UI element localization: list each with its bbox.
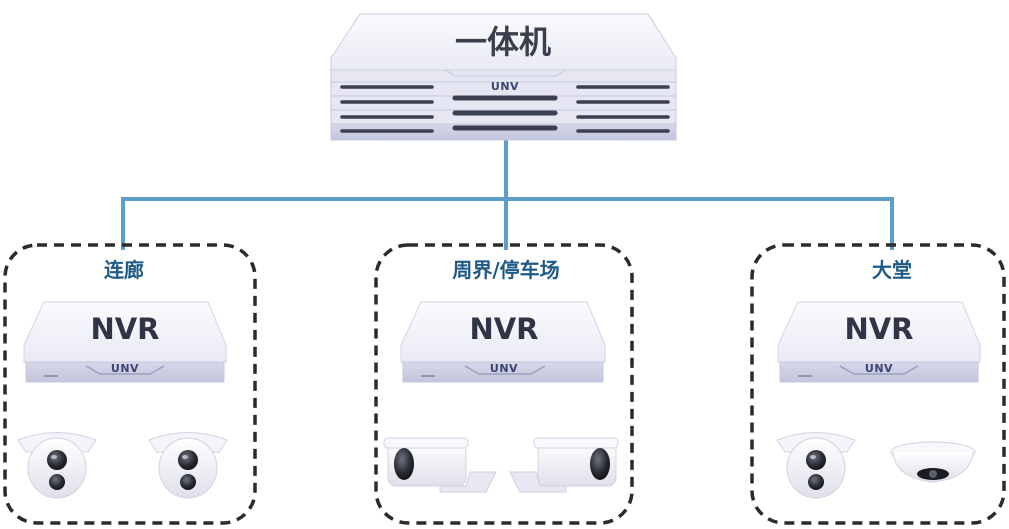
main-unit-vents — [340, 85, 670, 133]
nvr-label: NVR — [469, 312, 538, 346]
zone-label: 周界/停车场 — [452, 258, 559, 282]
zone-lobby: 大堂 UNV NVR — [750, 243, 1006, 525]
zone-corridor: 连廊 UNV NVR — [3, 243, 257, 525]
nvr-device: UNV NVR — [777, 301, 981, 383]
bullet-camera — [383, 437, 497, 493]
dome-camera — [148, 432, 228, 499]
zone-perimeter-parking: 周界/停车场 UNV NVR — [374, 243, 634, 525]
main-unit-label: 一体机 — [455, 23, 551, 61]
bullet-camera — [509, 437, 619, 493]
nvr-device: UNV NVR — [23, 301, 227, 383]
nvr-brand: UNV — [490, 362, 518, 375]
fisheye-camera — [890, 441, 976, 483]
dome-camera — [776, 432, 856, 499]
nvr-brand: UNV — [865, 362, 893, 375]
connector-lines — [121, 140, 894, 250]
nvr-label: NVR — [90, 312, 159, 346]
zone-label: 连廊 — [104, 258, 144, 282]
zone-border — [3, 243, 257, 525]
main-unit: UNV 一体机 — [330, 13, 677, 141]
main-unit-top — [330, 13, 677, 71]
main-unit-brand: UNV — [491, 80, 519, 93]
zone-border — [374, 243, 634, 525]
nvr-label: NVR — [844, 312, 913, 346]
zone-border — [750, 243, 1006, 525]
dome-camera — [17, 432, 97, 499]
zone-label: 大堂 — [872, 258, 912, 282]
nvr-device: UNV NVR — [400, 301, 606, 383]
nvr-brand: UNV — [111, 362, 139, 375]
